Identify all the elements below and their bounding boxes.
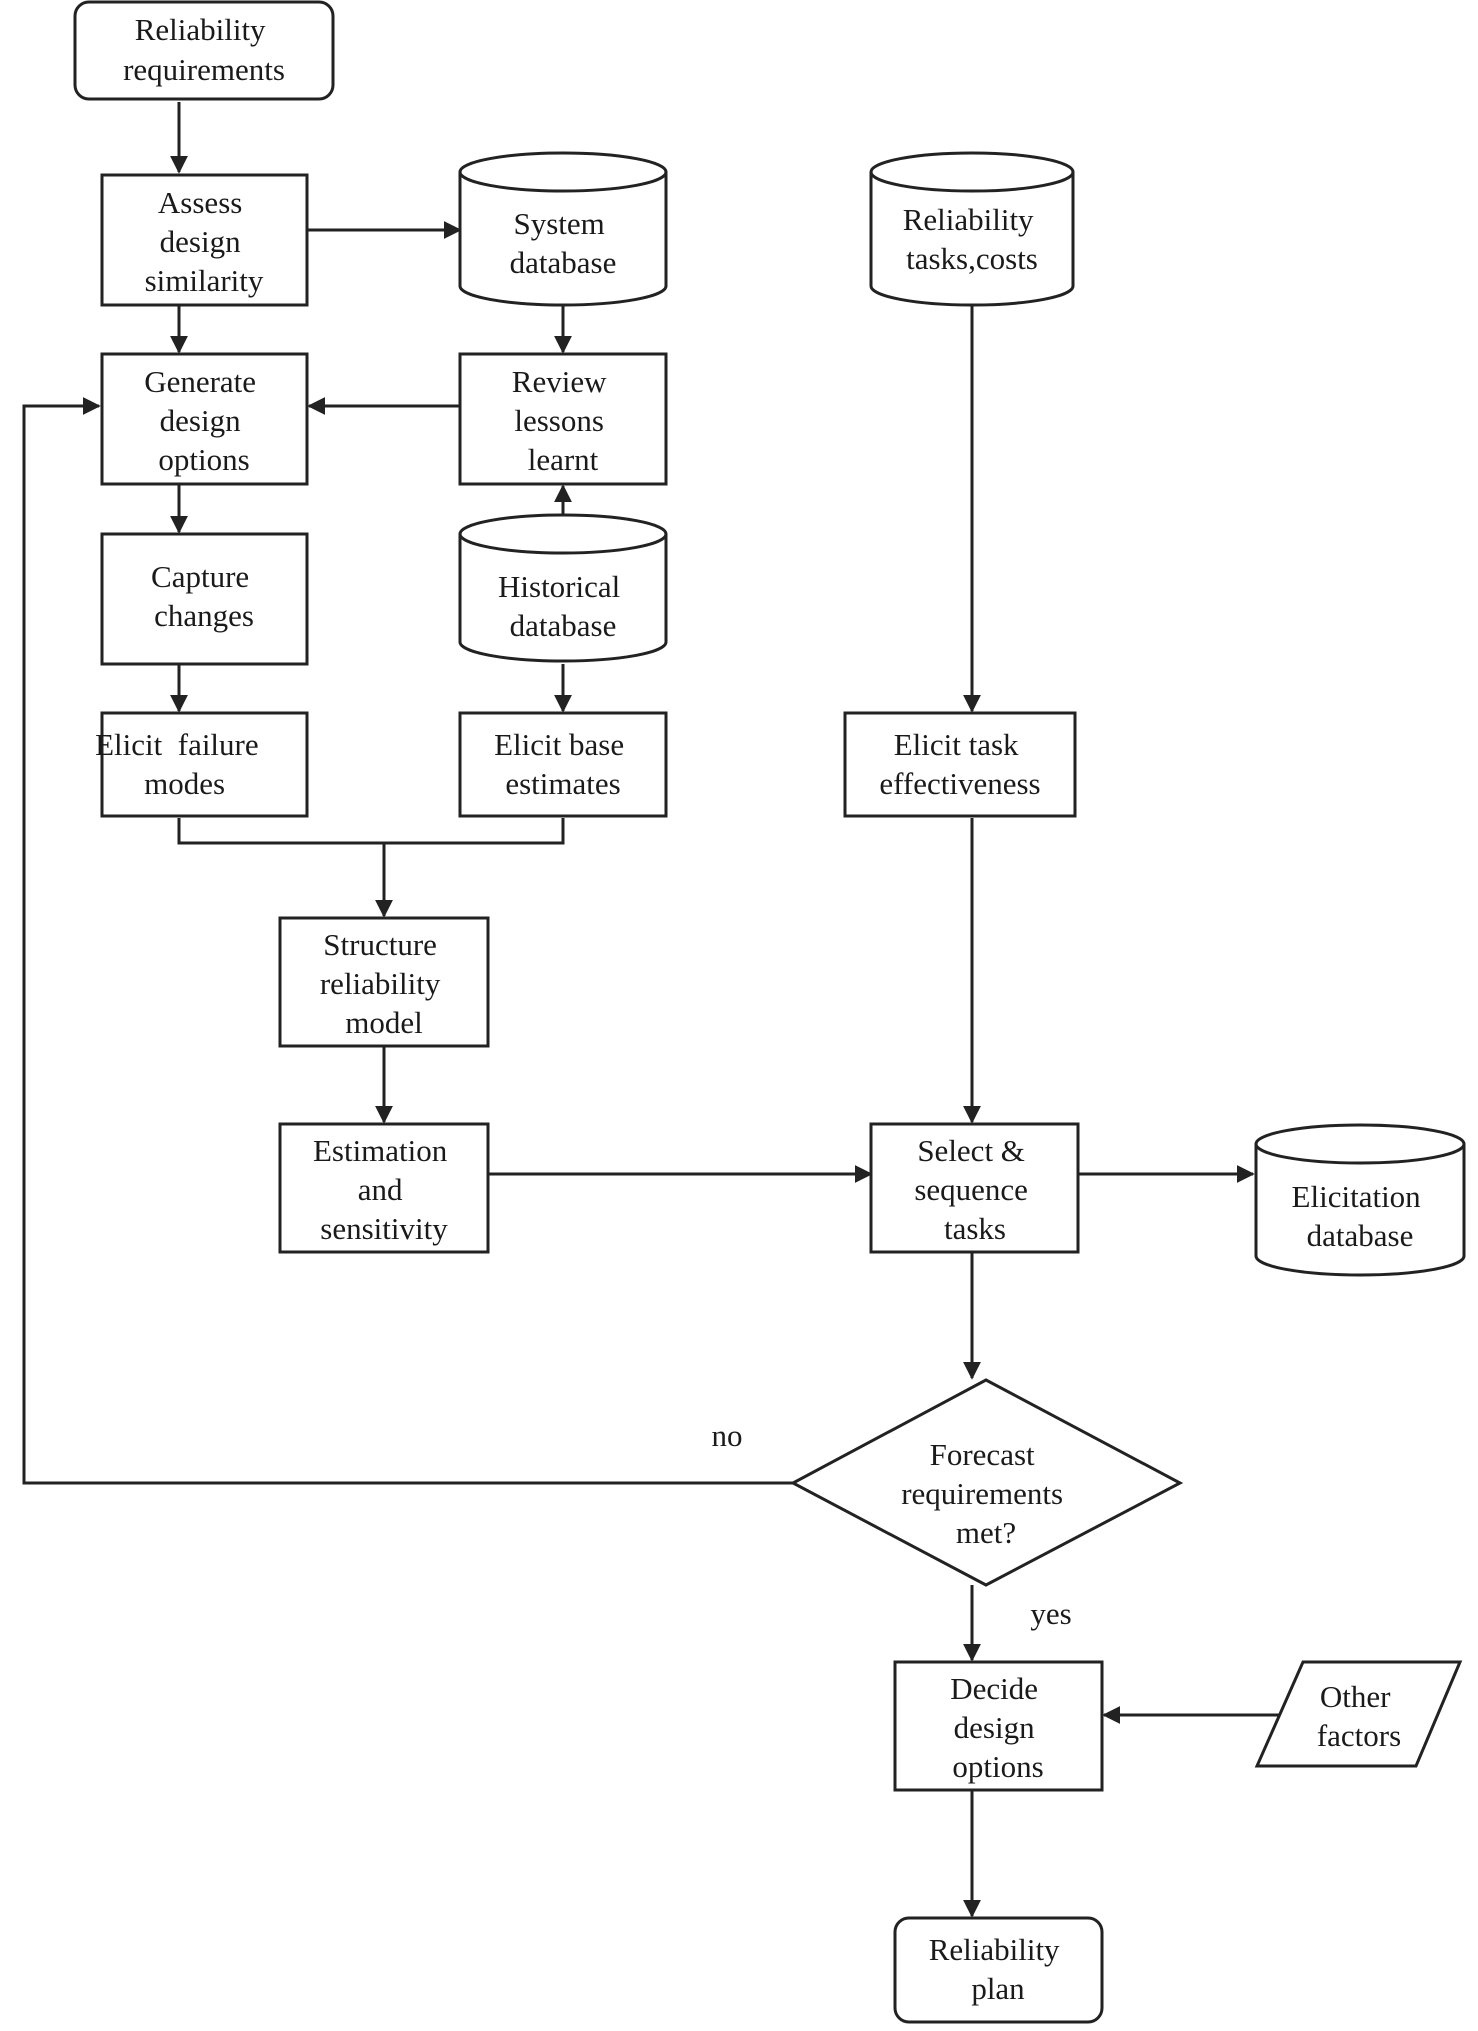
node-assess-design-similarity: Assess design similarity (100, 173, 309, 307)
node-forecast-requirements-met: Forecast requirements met? (789, 1378, 1184, 1587)
node-elicit-base-estimates: Elicit base estimates (458, 711, 668, 818)
node-historical-database: Historical database (458, 513, 668, 663)
node-label: Elicit failure modes (0, 0, 313, 801)
node-label: Capture changes (151, 559, 257, 633)
node-capture-changes: Capture changes (100, 532, 309, 666)
node-system-database: System database (458, 151, 668, 307)
node-reliability-tasks-costs: Reliability tasks,costs (869, 151, 1075, 307)
node-label: Generate design options (144, 364, 264, 477)
node-elicitation-database: Elicitation database (1254, 1123, 1466, 1277)
node-estimation-and-sensitivity: Estimation and sensitivity (278, 1122, 490, 1254)
node-label: Select & sequence tasks (914, 1133, 1035, 1246)
node-label: Elicit task effectiveness (879, 727, 1040, 801)
node-label: Reliability tasks,costs (903, 202, 1042, 276)
node-label: Elicit base estimates (494, 727, 632, 801)
node-label: Decide design options (950, 1671, 1046, 1784)
edge-label-yes: yes (1030, 1596, 1071, 1631)
node-elicit-task-effectiveness: Elicit task effectiveness (843, 711, 1077, 818)
node-review-lessons-learnt: Review lessons learnt (458, 352, 668, 486)
node-reliability-plan: Reliability plan (893, 1916, 1104, 2024)
node-select-sequence-tasks: Select & sequence tasks (869, 1122, 1080, 1254)
node-decide-design-options: Decide design options (893, 1660, 1104, 1792)
node-label: Forecast requirements met? (901, 1437, 1071, 1550)
node-label: System database (510, 206, 617, 280)
node-generate-design-options: Generate design options (100, 352, 309, 486)
node-reliability-requirements: Reliability requirements (73, 0, 335, 101)
node-label: Estimation and sensitivity (313, 1133, 455, 1246)
node-structure-reliability-model: Structure reliability model (278, 916, 490, 1048)
node-label: Historical database (498, 569, 628, 643)
node-label: Assess design similarity (145, 185, 264, 298)
node-label: Elicitation database (1292, 1179, 1429, 1253)
node-label: Review lessons learnt (512, 364, 614, 477)
node-other-factors: Other factors (1254, 1660, 1463, 1768)
edge-elicit-merge-to-structure (177, 818, 565, 916)
node-label: Structure reliability model (320, 927, 448, 1040)
node-label: Other factors (1317, 1679, 1401, 1753)
edge-label-no: no (712, 1418, 743, 1453)
node-label: Reliability requirements (123, 12, 285, 87)
node-elicit-failure-modes: Elicit failure modes (0, 0, 313, 818)
node-label: Reliability plan (929, 1932, 1068, 2006)
edge-forecast-no-to-generate (22, 397, 793, 1485)
edges (22, 102, 1283, 1918)
